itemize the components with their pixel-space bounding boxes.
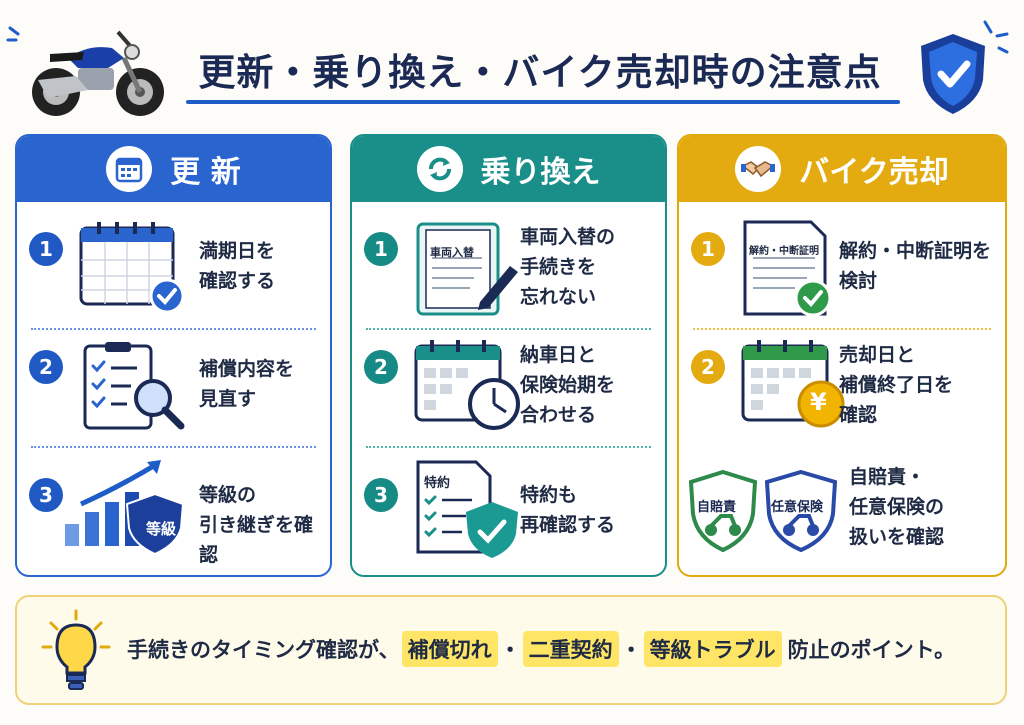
list-item: 1 解約・中断証明 解約・中断証明を 検討 <box>679 214 1005 334</box>
step-number: 1 <box>29 232 63 266</box>
divider <box>366 446 651 448</box>
step-number: 2 <box>364 350 398 384</box>
page-title: 更新・乗り換え・バイク売却時の注意点 <box>198 51 882 94</box>
handshake-icon <box>735 146 782 192</box>
item-text: 自賠責・ 任意保険の 扱いを確認 <box>849 466 945 548</box>
item-text: 売却日と 補償終了日を 確認 <box>839 344 954 426</box>
voluntary-shield-icon <box>764 469 838 552</box>
step-number: 3 <box>364 478 398 512</box>
sparkle-icon <box>6 26 20 42</box>
shield-check-icon <box>921 20 1009 114</box>
list-item: 3 特約 特約も 再確認する <box>352 450 665 570</box>
step-number: 1 <box>691 232 725 266</box>
sale-column: バイク売却 1 解約・中断証明 解約・中断証明を 検討 2 ¥ 売却日と 補償終… <box>677 134 1007 577</box>
calendar-icon <box>106 146 153 192</box>
item-text: 車両入替の 手続きを 忘れない <box>520 226 616 308</box>
divider <box>366 328 651 330</box>
certificate-check-icon <box>743 220 832 317</box>
column-title: 乗り換え <box>480 155 601 190</box>
sale-header: バイク売却 <box>679 136 1005 202</box>
list-item: 3 等級 等級の 引き継ぎを確認 <box>17 450 330 570</box>
calendar-check-icon <box>79 222 185 312</box>
tip-text: 手続きのタイミング確認が、 補償切れ ・ 二重契約 ・ 等級トラブル 防止のポイ… <box>127 631 955 667</box>
motorcycle-icon <box>32 30 164 116</box>
highlight-double-contract: 二重契約 <box>522 631 619 667</box>
shield-label: 任意保険 <box>771 500 824 515</box>
list-item: 2 ¥ 売却日と 補償終了日を 確認 <box>679 332 1005 452</box>
checklist-magnifier-icon <box>83 342 185 430</box>
item-text: 補償内容を 見直す <box>199 358 295 410</box>
document-label: 車両入替 <box>430 246 474 259</box>
step-number: 2 <box>29 350 63 384</box>
list-item: 2 補償内容を 見直す <box>17 332 330 452</box>
divider <box>31 446 316 448</box>
list-item: 自賠責 任意保険 自賠責・ 任意保険の 扱いを確認 <box>679 454 1005 574</box>
header: 更新・乗り換え・バイク売却時の注意点 <box>0 0 1024 128</box>
document-label: 解約・中断証明 <box>749 246 819 257</box>
item-text: 納車日と 保険始期を 合わせる <box>520 344 616 426</box>
tip-suffix: 防止のポイント。 <box>787 638 956 662</box>
step-number: 2 <box>691 350 725 384</box>
list-item: 2 納車日と 保険始期を 合わせる <box>352 332 665 452</box>
document-label: 特約 <box>424 476 451 491</box>
item-text: 解約・中断証明を 検討 <box>839 240 992 292</box>
highlight-grade-trouble: 等級トラブル <box>643 631 782 667</box>
list-item: 1 満期日を 確認する <box>17 214 330 334</box>
switch-header: 乗り換え <box>352 136 665 202</box>
item-text: 特約も 再確認する <box>520 484 616 536</box>
document-shield-icon <box>416 460 518 558</box>
column-title: バイク売却 <box>799 155 949 190</box>
shield-label: 自賠責 <box>697 500 737 515</box>
highlight-coverage-gap: 補償切れ <box>401 631 498 667</box>
column-title: 更 新 <box>170 155 241 190</box>
calendar-clock-icon <box>414 340 520 430</box>
item-text: 満期日を 確認する <box>199 240 276 292</box>
refresh-icon <box>416 146 463 192</box>
item-text: 等級の 引き継ぎを確認 <box>199 484 314 566</box>
title-underline <box>186 100 900 104</box>
step-number: 3 <box>29 478 63 512</box>
renewal-column: 更 新 1 満期日を 確認する 2 補償内容を 見直す 3 <box>15 134 332 577</box>
calendar-yen-icon <box>741 340 845 428</box>
yen-coin: ¥ <box>810 388 827 416</box>
renewal-header: 更 新 <box>17 136 330 202</box>
tip-separator: ・ <box>620 638 642 662</box>
growth-chart-icon <box>65 460 185 556</box>
clipboard-pen-icon <box>416 222 518 316</box>
switch-column: 乗り換え 1 車両入替 車両入替の 手続きを 忘れない 2 納車日と 保険始期を… <box>350 134 667 577</box>
step-number: 1 <box>364 232 398 266</box>
list-item: 1 車両入替 車両入替の 手続きを 忘れない <box>352 214 665 334</box>
tip-separator: ・ <box>499 638 521 662</box>
lightbulb-icon <box>41 609 111 690</box>
divider <box>31 328 316 330</box>
tip-box: 手続きのタイミング確認が、 補償切れ ・ 二重契約 ・ 等級トラブル 防止のポイ… <box>15 595 1007 705</box>
tip-prefix: 手続きのタイミング確認が、 <box>127 638 400 662</box>
liability-shield-icon <box>688 469 758 552</box>
divider <box>693 328 991 330</box>
grade-badge: 等級 <box>146 520 177 538</box>
